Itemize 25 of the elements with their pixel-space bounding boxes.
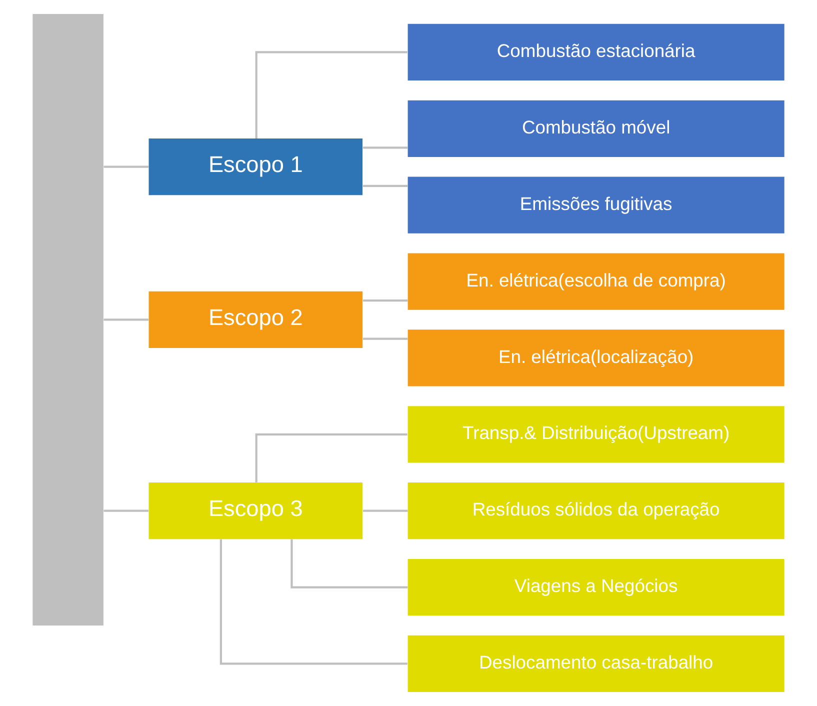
node-box: En. elétrica(escolha de compra) <box>408 253 784 310</box>
node-box: Escopo 1 <box>148 138 362 196</box>
node-box: En. elétrica(localização) <box>408 330 784 386</box>
node-box: Combustão móvel <box>408 100 784 157</box>
node-box: Escopo 3 <box>148 482 362 540</box>
node-box: Combustão estacionária <box>408 24 784 80</box>
connector <box>362 300 408 302</box>
connector <box>362 338 408 340</box>
connector <box>255 51 408 138</box>
node-box: Transp.& Distribuição(Upstream) <box>408 406 784 463</box>
node-box: Resíduos sólidos da operação <box>408 482 784 540</box>
node-box: Deslocamento casa-trabalho <box>408 635 784 692</box>
node-box: Emissões fugitivas <box>408 176 784 234</box>
node-box: Viagens a Negócios <box>408 558 784 616</box>
node-box <box>32 14 104 626</box>
node-box: Escopo 2 <box>148 291 362 348</box>
connector <box>362 146 408 149</box>
connector <box>104 166 148 168</box>
connector <box>290 539 408 588</box>
connector <box>362 184 408 188</box>
connector <box>362 510 408 512</box>
connector <box>255 433 408 482</box>
connector <box>220 539 408 665</box>
connector <box>104 318 148 321</box>
connector <box>104 510 148 512</box>
